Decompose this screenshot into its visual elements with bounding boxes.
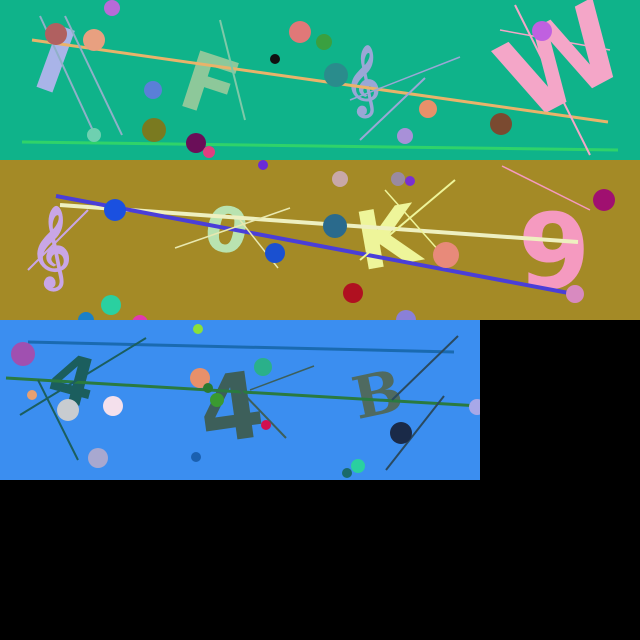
- dot: [261, 420, 271, 430]
- dot: [186, 133, 206, 153]
- dot: [342, 468, 352, 478]
- line: [31, 38, 609, 124]
- line: [359, 179, 456, 261]
- dot: [289, 21, 311, 43]
- dot: [83, 29, 105, 51]
- dot: [191, 452, 201, 462]
- dot: [566, 285, 584, 303]
- band-1-canvas: I F 𝄞 W: [0, 0, 640, 160]
- dot: [203, 383, 213, 393]
- line: [514, 4, 591, 156]
- dot: [490, 113, 512, 135]
- dot: [332, 171, 348, 187]
- dot: [45, 23, 67, 45]
- dot: [132, 315, 148, 320]
- dot: [203, 146, 215, 158]
- band-3-canvas: 4 4 B: [0, 320, 480, 480]
- dot: [324, 63, 348, 87]
- dot: [351, 459, 365, 473]
- band-1: I F 𝄞 W: [0, 0, 640, 160]
- dot: [104, 199, 126, 221]
- band-2: 𝄞 0 K 9: [0, 160, 640, 320]
- dot: [88, 448, 108, 468]
- line: [174, 207, 291, 249]
- dot: [142, 118, 166, 142]
- dot: [27, 390, 37, 400]
- dot: [316, 34, 332, 50]
- line: [239, 389, 287, 439]
- line: [359, 77, 426, 141]
- line: [391, 335, 459, 401]
- dot: [210, 393, 224, 407]
- dot: [144, 81, 162, 99]
- line: [499, 29, 611, 51]
- band-2-canvas: 𝄞 0 K 9: [0, 160, 640, 320]
- glyph-treble-clef-1: 𝄞: [345, 45, 380, 118]
- dot: [433, 242, 459, 268]
- dot: [101, 295, 121, 315]
- dot: [323, 214, 347, 238]
- line: [37, 379, 79, 461]
- dot: [343, 283, 363, 303]
- dot: [78, 312, 94, 320]
- dot: [57, 399, 79, 421]
- dot: [405, 176, 415, 186]
- line: [64, 15, 123, 136]
- line: [55, 194, 575, 296]
- line: [385, 395, 445, 471]
- line: [249, 365, 315, 391]
- dot: [532, 21, 552, 41]
- dot: [270, 54, 280, 64]
- line: [19, 337, 147, 416]
- dot: [258, 160, 268, 170]
- dot: [190, 368, 210, 388]
- dot: [103, 396, 123, 416]
- band-3: 4 4 B: [0, 320, 480, 480]
- dot: [469, 399, 480, 415]
- dot: [419, 100, 437, 118]
- line: [21, 140, 619, 152]
- line: [219, 19, 246, 121]
- dot: [11, 342, 35, 366]
- dot: [593, 189, 615, 211]
- dot: [265, 243, 285, 263]
- line: [384, 189, 441, 253]
- dot: [396, 310, 416, 320]
- dot: [254, 358, 272, 376]
- line: [501, 165, 591, 211]
- dot: [87, 128, 101, 142]
- dot: [104, 0, 120, 16]
- line: [349, 56, 461, 101]
- dot: [390, 422, 412, 444]
- line: [27, 209, 89, 271]
- dot: [193, 324, 203, 334]
- dot: [397, 128, 413, 144]
- dot: [391, 172, 405, 186]
- line: [27, 340, 455, 354]
